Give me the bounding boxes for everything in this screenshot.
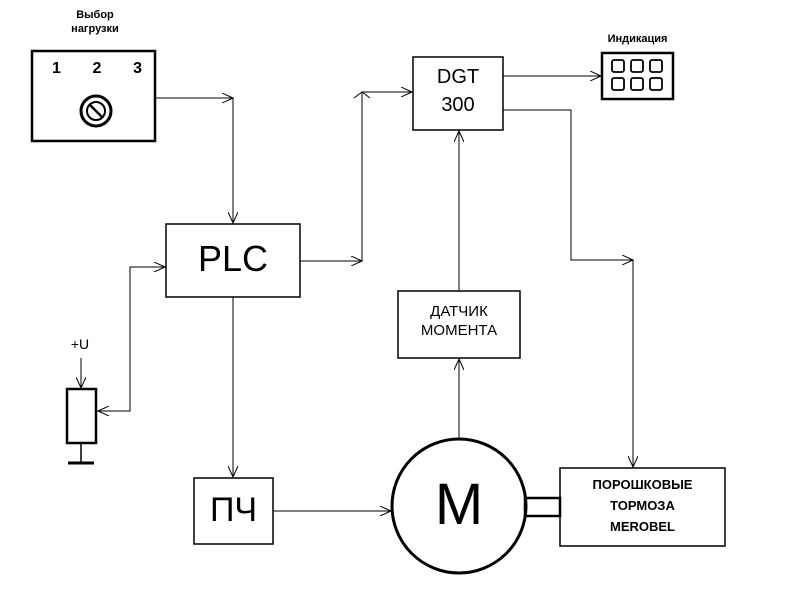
selector-position-2: 2 [92, 60, 102, 77]
torque-sensor-line1: ДАТЧИК [430, 303, 488, 320]
selector-position-1: 1 [52, 60, 61, 77]
link-pot-plc [97, 267, 165, 412]
powder-brake-box [559, 467, 726, 547]
powder-brake-line3: MEROBEL [610, 519, 675, 534]
display-caption: Индикация [607, 33, 668, 45]
selector-caption-line1: Выбор [76, 9, 114, 21]
link-dgt-brake [503, 109, 633, 467]
link-plc-dgt-up [361, 92, 412, 261]
connections [97, 76, 633, 511]
display-icon [600, 51, 675, 101]
plc-label: PLC [197, 238, 269, 279]
link-selector-plc [155, 97, 233, 223]
dgt-label-line1: DGT [436, 66, 480, 88]
motor-label: M [434, 472, 484, 537]
potentiometer-icon [65, 358, 98, 465]
torque-sensor-label: ДАТЧИК МОМЕНТА [398, 302, 520, 340]
supply-label: +U [70, 336, 90, 352]
vfd-label: ПЧ [209, 491, 258, 529]
link-plc-dgt-tick [353, 91, 371, 99]
powder-brake-line2: ТОРМОЗА [610, 498, 675, 513]
powder-brake-line1: ПОРОШКОВЫЕ [592, 477, 693, 492]
selector-caption-line2: нагрузки [71, 23, 119, 35]
selector-positions: 1 2 3 [52, 60, 142, 78]
torque-sensor-line2: МОМЕНТА [420, 322, 498, 339]
rotary-switch-icon [79, 94, 113, 128]
dgt-label: DGT 300 [413, 63, 503, 119]
powder-brake-label: ПОРОШКОВЫЕ ТОРМОЗА MEROBEL [560, 474, 725, 537]
selector-caption: Выбор нагрузки [55, 8, 135, 36]
load-selector-box [30, 49, 157, 143]
dgt-label-line2: 300 [441, 94, 475, 116]
motor-shaft [523, 496, 562, 518]
selector-position-3: 3 [133, 60, 142, 77]
